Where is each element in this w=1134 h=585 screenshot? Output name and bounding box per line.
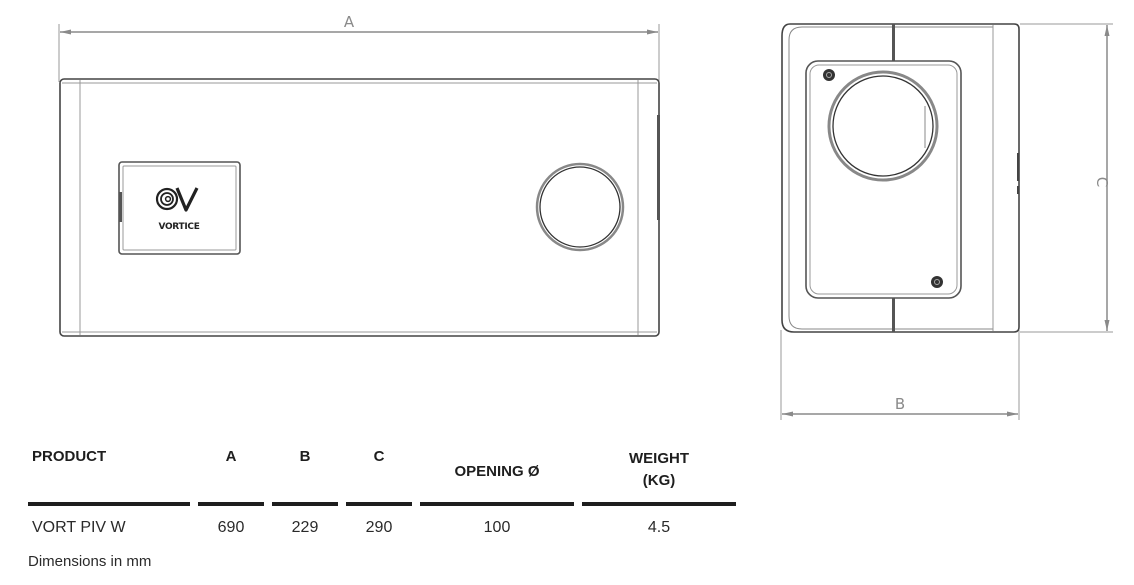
screw-bottom-right-icon [931,276,943,288]
header-divider [420,502,574,506]
side-tab [657,115,660,220]
dimensions-footnote: Dimensions in mm [28,553,152,570]
screw-top-left-icon [823,69,835,81]
header-opening: OPENING Ø [454,463,540,480]
header-weight-line2: (KG) [642,472,676,489]
cell-a: 690 [217,519,245,536]
header-divider [272,502,338,506]
front-view: A VORTICE [58,13,660,337]
cell-opening: 100 [483,519,511,536]
header-a: A [225,448,237,465]
header-divider [582,502,736,506]
header-c: C [373,448,385,465]
side-view: C B [780,23,1113,420]
technical-drawing: A VORTICE [58,13,1113,420]
header-divider [28,502,190,506]
table-header-row: PRODUCT A B C OPENING Ø WEIGHT (KG) [28,438,736,502]
dimension-a: A [58,13,660,82]
dimension-c: C [1020,23,1113,333]
header-divider [346,502,412,506]
cell-c: 290 [365,519,393,536]
header-product: PRODUCT [32,448,107,465]
dimension-c-label: C [1093,177,1111,187]
header-weight-line1: WEIGHT [629,450,689,467]
vortice-swirl-logo-icon [155,187,199,212]
dimension-b-label: B [895,395,905,413]
cell-product: VORT PIV W [32,519,126,536]
access-panel [805,60,962,299]
spec-table: PRODUCT A B C OPENING Ø WEIGHT (KG) VORT… [28,438,736,550]
header-weight: WEIGHT (KG) [582,438,736,502]
header-b: B [299,448,311,465]
duct-opening-front [535,162,625,252]
table-row: VORT PIV W 690 229 290 100 4.5 [28,506,736,550]
header-rule-row [28,502,736,506]
cell-weight: 4.5 [647,519,671,536]
dimension-a-label: A [344,13,355,31]
cell-b: 229 [291,519,319,536]
brand-text: VORTICE [158,222,199,232]
header-divider [198,502,264,506]
dimension-b: B [780,330,1020,420]
control-panel: VORTICE [118,161,241,255]
duct-opening-side [827,70,939,182]
